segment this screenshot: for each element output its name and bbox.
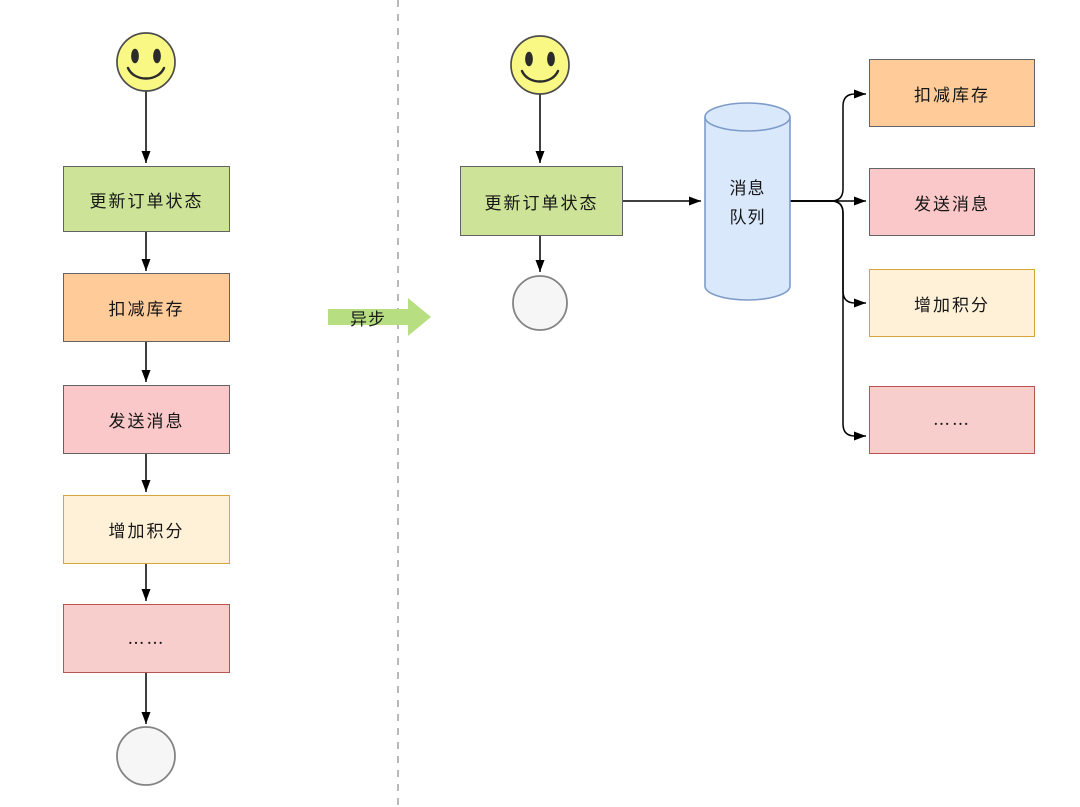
message-queue-label: 消息 队列: [729, 179, 766, 228]
async-arrow-label: 异步: [350, 309, 386, 330]
end-circle: [116, 726, 176, 786]
async-transform-arrow: [328, 298, 431, 336]
smiley-face-icon: [116, 32, 176, 92]
edge-queue-to-points: [790, 200, 866, 308]
node-more-ellipsis: ……: [63, 604, 230, 673]
node-add-points: 增加积分: [869, 269, 1035, 337]
node-update-order-status: 更新订单状态: [63, 166, 230, 232]
edge-queue-to-more: [790, 200, 866, 441]
node-send-message: 发送消息: [63, 385, 230, 454]
message-queue-cylinder: [704, 102, 791, 301]
node-deduct-stock: 扣减库存: [869, 59, 1035, 127]
node-send-message: 发送消息: [869, 168, 1035, 236]
node-more-ellipsis: ……: [869, 386, 1035, 454]
smiley-face-icon: [510, 35, 570, 95]
node-deduct-stock: 扣减库存: [63, 273, 230, 342]
end-circle: [512, 275, 568, 331]
edge-queue-to-stock: [790, 89, 866, 202]
node-update-order-status: 更新订单状态: [460, 166, 623, 236]
node-add-points: 增加积分: [63, 495, 230, 564]
